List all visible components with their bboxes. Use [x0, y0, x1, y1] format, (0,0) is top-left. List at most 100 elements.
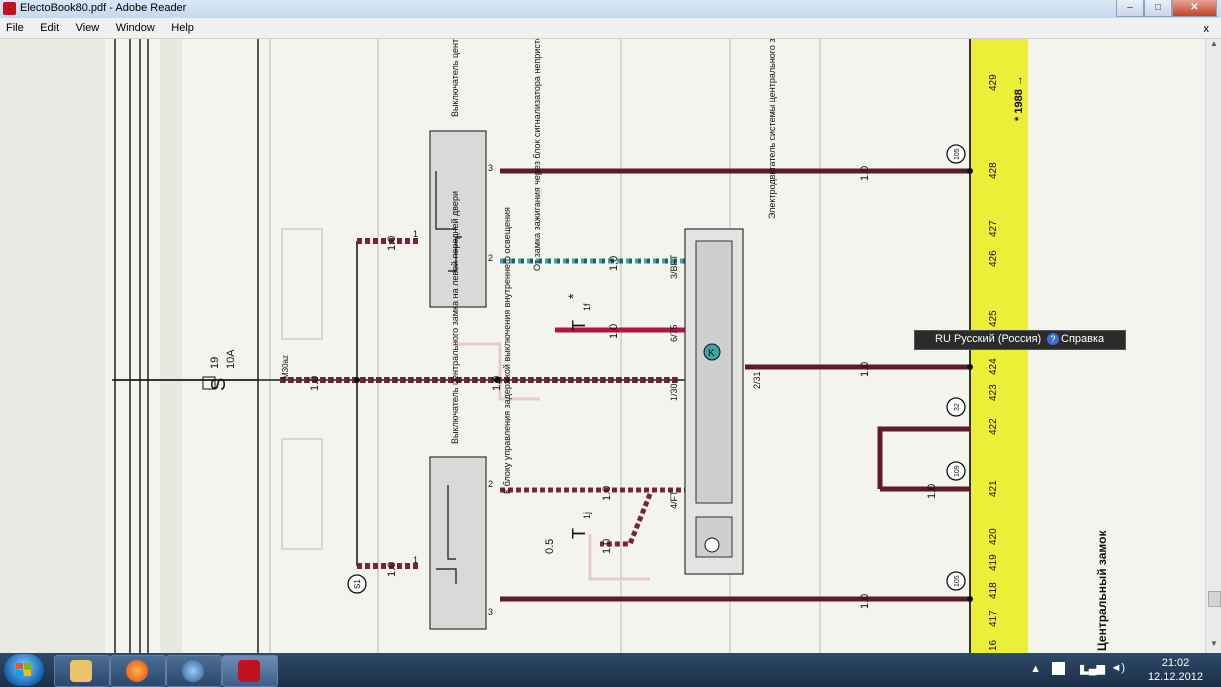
- fuse-letter: S: [208, 378, 230, 391]
- svg-text:417: 417: [988, 610, 999, 627]
- svg-text:429: 429: [988, 74, 999, 91]
- help-icon[interactable]: ?: [1047, 333, 1059, 345]
- svg-text:421: 421: [988, 480, 999, 497]
- diagram-title: Центральный замок: [1095, 530, 1109, 651]
- s1-label: S1: [353, 579, 362, 589]
- vertical-scrollbar[interactable]: ▲ ▼: [1205, 39, 1221, 653]
- menu-file[interactable]: File: [6, 22, 24, 34]
- to-light-label: К блоку управления задержкой выключения …: [502, 207, 512, 494]
- pin-label: 3: [488, 607, 493, 617]
- menu-help[interactable]: Help: [171, 22, 194, 34]
- pin-label: 3/BFT: [669, 254, 679, 279]
- connector-t1f-star: *: [565, 293, 581, 299]
- scroll-up-icon[interactable]: ▲: [1210, 39, 1218, 48]
- connector-t1j-sub: 1j: [582, 512, 592, 519]
- tray-expand-icon[interactable]: ▲: [1030, 663, 1041, 675]
- wire-size-label: 1.0: [386, 562, 398, 577]
- title-bar: ElectoBook80.pdf - Adobe Reader – □ ✕: [0, 0, 1221, 18]
- language-bar[interactable]: RU Русский (Россия) ? Справка: [914, 330, 1126, 350]
- fuse-rating: 10A: [225, 349, 237, 369]
- left-switch-label: Выключатель центрального замка на левой …: [450, 191, 460, 444]
- ground-marker: [347, 574, 367, 594]
- taskbar: ▲ ▮ ▂▄▆ ◄) 21:02 12.12.2012: [0, 653, 1221, 687]
- connector-t1f-sub: 1f: [582, 303, 592, 311]
- minimize-button[interactable]: –: [1116, 0, 1144, 17]
- taskbar-adobe-reader[interactable]: [222, 655, 278, 687]
- wire-size-label: 1.0: [859, 594, 871, 609]
- pin-label: 4/FT: [669, 490, 679, 509]
- svg-text:422: 422: [988, 418, 999, 435]
- svg-text:419: 419: [988, 554, 999, 571]
- menu-edit[interactable]: Edit: [40, 22, 60, 34]
- start-button[interactable]: [4, 654, 44, 686]
- pin-label: 6/75: [669, 324, 679, 342]
- explorer-icon: [70, 660, 92, 682]
- help-label[interactable]: Справка: [1061, 333, 1105, 345]
- wire-size-label: 1.0: [608, 256, 620, 271]
- ground-marker-label: 105: [954, 575, 961, 587]
- m30az-label: M30az: [281, 355, 290, 379]
- action-center-icon[interactable]: [1052, 662, 1065, 675]
- ground-marker: [946, 144, 966, 164]
- pin-label: 2: [488, 253, 493, 263]
- taskbar-firefox[interactable]: [110, 655, 166, 687]
- wire-size-label: 1.0: [926, 484, 938, 499]
- pin-label: 2/31: [752, 371, 762, 389]
- wire-size-label: 1.0: [859, 362, 871, 377]
- wire-size-label: 1.0: [601, 486, 613, 501]
- close-button[interactable]: ✕: [1172, 0, 1217, 17]
- clock-time: 21:02: [1161, 657, 1190, 669]
- pin-label: 1: [413, 555, 418, 565]
- menu-window[interactable]: Window: [115, 22, 155, 34]
- signal-icon[interactable]: ▂▄▆: [1080, 663, 1105, 675]
- top-right-note: * 1988 →: [1013, 75, 1025, 121]
- scroll-down-icon[interactable]: ▼: [1210, 639, 1218, 648]
- svg-text:425: 425: [988, 310, 999, 327]
- language-label[interactable]: RU Русский (Россия): [935, 333, 1042, 345]
- firefox-icon: [126, 660, 148, 682]
- pin-label: 2: [488, 479, 493, 489]
- ground-marker-label: 109: [954, 465, 961, 477]
- k-label: K: [708, 348, 715, 359]
- right-door-switch-box: [429, 130, 487, 308]
- scroll-thumb[interactable]: [1208, 591, 1221, 607]
- window-controls: – □ ✕: [1116, 0, 1217, 17]
- adobe-reader-icon: [238, 660, 260, 682]
- svg-text:16: 16: [988, 639, 999, 651]
- pin-label: 3: [488, 163, 493, 173]
- wire-size-label: 1.0: [601, 539, 613, 554]
- svg-text:427: 427: [988, 220, 999, 237]
- motor-label: Электродвигатель системы центрального за…: [767, 39, 777, 219]
- maximize-button[interactable]: □: [1144, 0, 1172, 17]
- svg-text:428: 428: [988, 162, 999, 179]
- svg-text:426: 426: [988, 250, 999, 267]
- ground-marker: [946, 397, 966, 417]
- ground-marker-label: 32: [954, 403, 961, 411]
- windows-logo-icon: [16, 663, 31, 676]
- network-icon[interactable]: ▮: [1078, 663, 1085, 675]
- close-document-button[interactable]: x: [1203, 23, 1210, 35]
- svg-text:420: 420: [988, 528, 999, 545]
- wire-size-label: 0.5: [544, 539, 556, 554]
- taskbar-thunderbird[interactable]: [166, 655, 222, 687]
- wire-size-label: 1.0: [309, 376, 321, 391]
- ground-marker: [946, 571, 966, 591]
- svg-text:418: 418: [988, 582, 999, 599]
- wire-size-label: 1.0: [386, 236, 398, 251]
- menu-view[interactable]: View: [75, 22, 100, 34]
- left-door-switch-box: [429, 456, 487, 630]
- connector-t1j: T: [569, 528, 589, 539]
- wire-size-label: 1.0: [859, 166, 871, 181]
- from-ignition-label: От замка зажигания через блок сигнализат…: [532, 39, 542, 271]
- clock-date: 12.12.2012: [1147, 671, 1203, 683]
- clock[interactable]: 21:02 12.12.2012: [1148, 656, 1203, 684]
- ground-marker-label: 105: [954, 148, 961, 160]
- menu-bar: File Edit View Window Help x: [0, 18, 1221, 39]
- adobe-reader-icon: [3, 2, 16, 15]
- pin-label: 1: [413, 229, 418, 239]
- ground-marker: [946, 461, 966, 481]
- wire-size-label: 1.0: [491, 376, 503, 391]
- volume-icon[interactable]: ◄): [1110, 662, 1125, 674]
- thunderbird-icon: [182, 660, 204, 682]
- taskbar-explorer[interactable]: [54, 655, 110, 687]
